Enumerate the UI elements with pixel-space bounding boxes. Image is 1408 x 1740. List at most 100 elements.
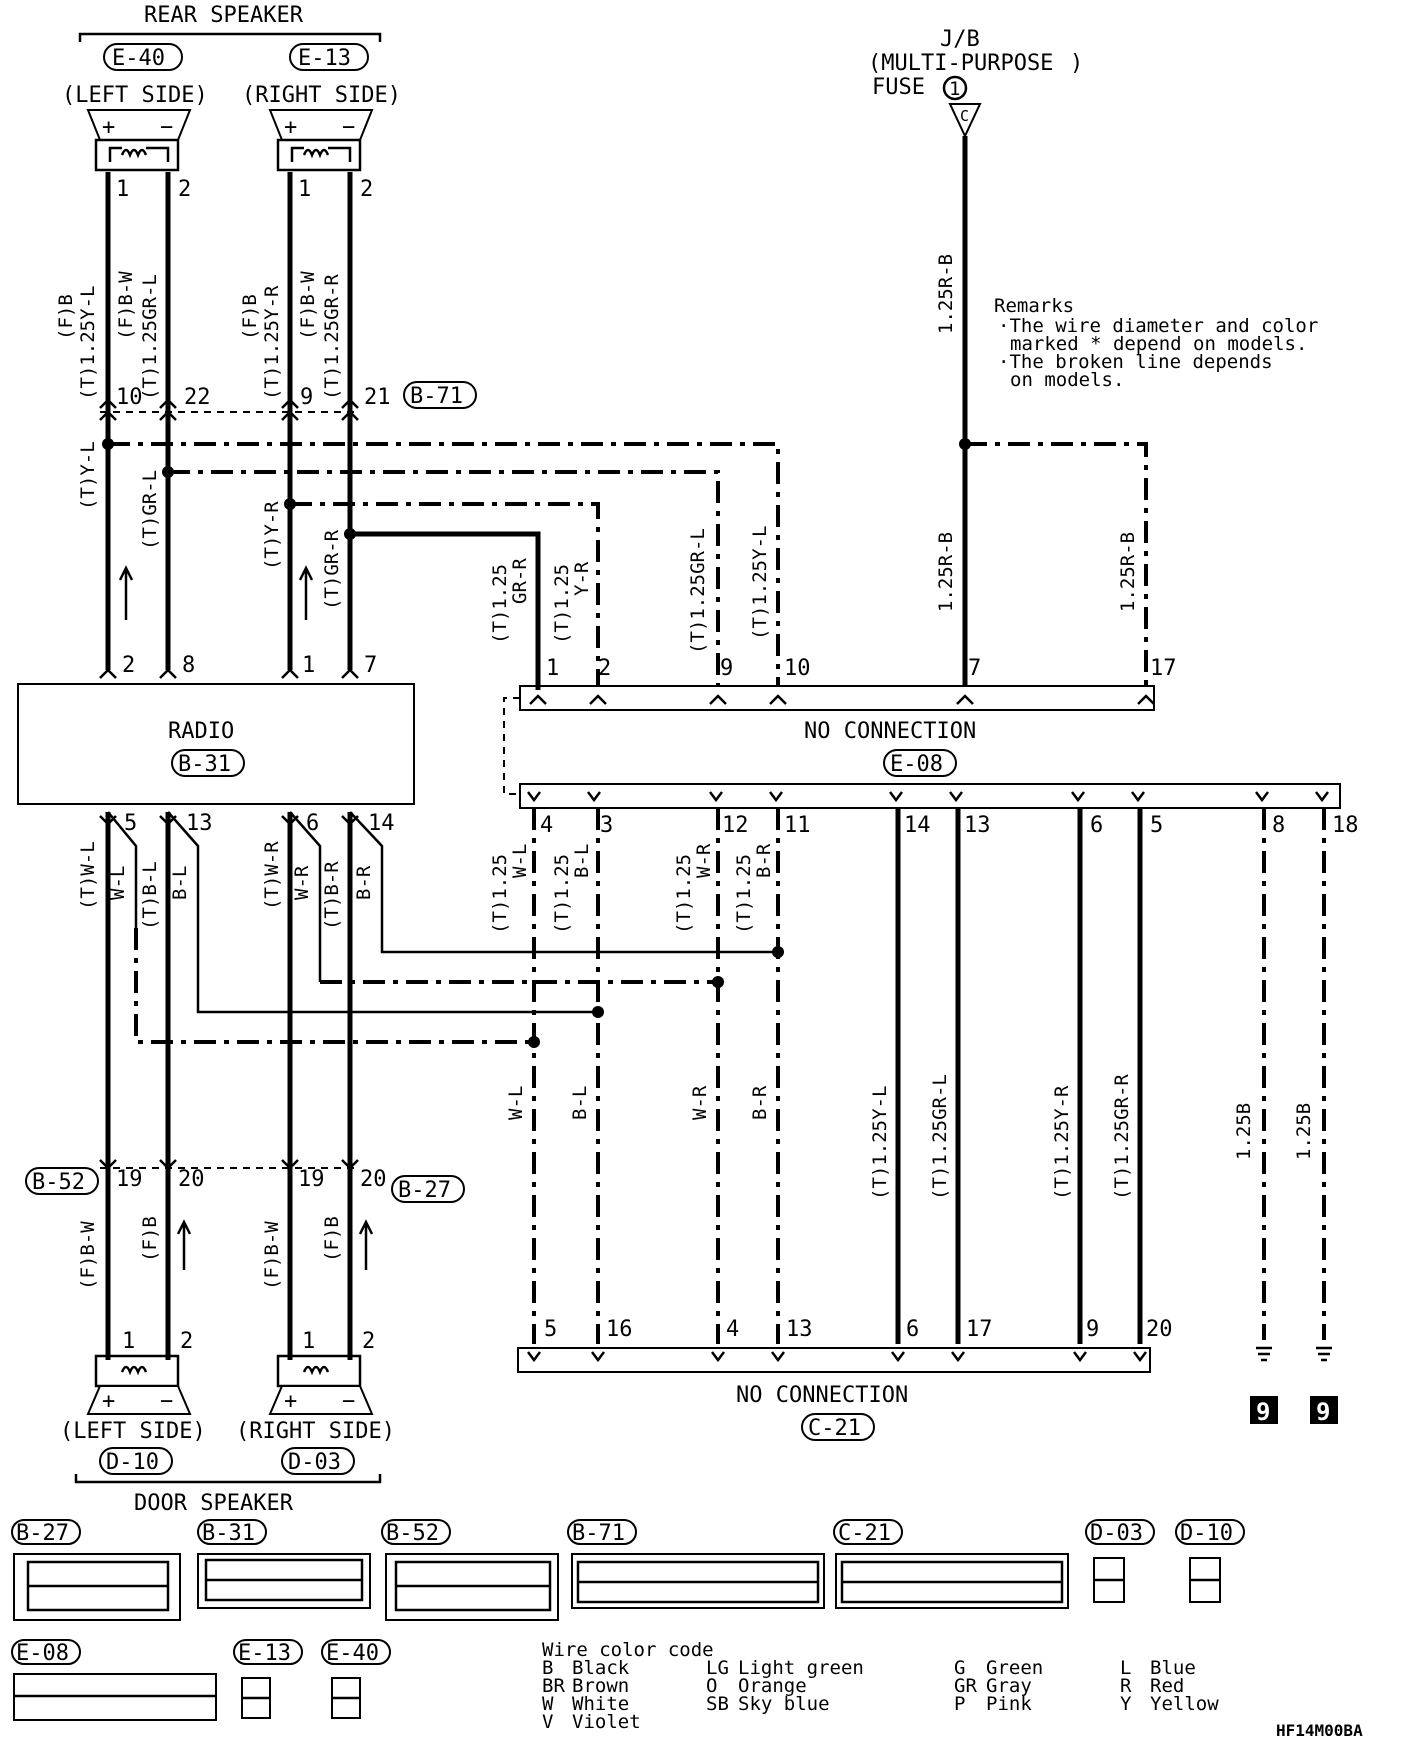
pin-label: 8 [182, 653, 195, 678]
pin-label: 13 [964, 813, 991, 838]
color-code-key: V [542, 1711, 553, 1733]
jb-label2: (MULTI-PURPOSE [868, 51, 1053, 76]
fuse-terminal-icon [948, 103, 982, 139]
wire-label: (T)B-L [139, 861, 161, 930]
wire-label: (T)1.25GR-R [1111, 1074, 1133, 1200]
wire-label: B-R [353, 865, 375, 900]
color-code-value: Green [986, 1657, 1043, 1679]
connector-tag-e40 [103, 43, 183, 71]
connector-tag-b71 [403, 381, 477, 409]
e08-bottom-bar [519, 783, 1341, 809]
connector-tag-c21 [801, 1413, 875, 1441]
connector-view-b52: B-52 [381, 1519, 559, 1621]
wire-color-code: Wire color code B Black BR Brown W White… [542, 1639, 1363, 1740]
wire-label: (T)Y-R [261, 501, 283, 570]
connector-view-label: B-52 [386, 1521, 439, 1546]
pin-label: 1 [122, 1329, 135, 1354]
wire-label: (T)1.25 [551, 564, 573, 644]
wire-label: (T)1.25Y-L [77, 286, 99, 400]
coil-icon [302, 148, 330, 159]
pin-label: 11 [784, 813, 811, 838]
color-code-key: GR [954, 1675, 977, 1697]
pin-label: 4 [540, 813, 553, 838]
color-code-key: P [954, 1693, 965, 1715]
wire-label: W-L [505, 1086, 527, 1120]
wire-label: (T)1.25 [733, 854, 755, 934]
fuse-terminal-label: C [960, 107, 969, 125]
pin-label: 9 [1086, 1317, 1099, 1342]
ground-badge [1250, 1396, 1278, 1424]
connector-label-b27: B-27 [398, 1178, 451, 1203]
rear-speaker-bracket [78, 32, 382, 42]
pin-label: 16 [606, 1317, 633, 1342]
connector-views: B-27 B-31 B-52 B-71 C-21 [11, 1519, 1245, 1721]
svg-text:−: − [342, 1389, 355, 1414]
junction-block: J/B (MULTI-PURPOSE ) FUSE 1 C 1.25R-B 1.… [868, 27, 1148, 690]
pin-label: 17 [966, 1317, 993, 1342]
wire-label: (T)Y-L [77, 441, 99, 510]
connector-view-b27: B-27 [11, 1519, 181, 1621]
pin-label: 5 [124, 811, 137, 836]
svg-text:−: − [160, 115, 173, 140]
color-code-value: Pink [986, 1693, 1032, 1715]
svg-text:+: + [284, 115, 297, 140]
connector-label-d10: D-10 [106, 1450, 159, 1475]
color-code-value: Gray [986, 1675, 1032, 1697]
remarks-title: Remarks [994, 295, 1074, 317]
color-code-value: Yellow [1150, 1693, 1219, 1715]
rear-right-side-label: (RIGHT SIDE) [242, 83, 401, 108]
pin-label: 10 [116, 385, 143, 410]
wire-label: 1.25R-B [1117, 532, 1139, 612]
color-code-value: Violet [572, 1711, 641, 1733]
pin-label: 5 [1150, 813, 1163, 838]
wire-label: (F)B [321, 1216, 343, 1262]
wire-label: (T)1.25 [489, 854, 511, 934]
connector-label-d03: D-03 [288, 1450, 341, 1475]
pin-label: 2 [362, 1329, 375, 1354]
pin-label: 1 [302, 653, 315, 678]
radio-unit: RADIO B-31 [17, 683, 415, 805]
pin-label: 2 [178, 177, 191, 202]
wire-label: (T)1.25Y-L [869, 1086, 891, 1200]
connector-label-b52: B-52 [32, 1170, 85, 1195]
wire-label: (T)GR-L [139, 470, 161, 550]
wire-label: Y-R [571, 561, 593, 596]
connector-label-b71: B-71 [410, 384, 463, 409]
rear-speaker-wires: 10 22 9 21 B-71 (F)B (T)1.25Y-L (F)B-W (… [55, 172, 780, 690]
color-code-value: Black [572, 1657, 630, 1679]
fuse-number: 1 [949, 78, 960, 100]
wire-label: (T)1.25Y-R [1051, 1085, 1073, 1200]
wire-label: (T)GR-R [321, 529, 343, 610]
wire-label: B-L [569, 1086, 591, 1120]
connector-view-e08: E-08 [11, 1639, 217, 1721]
color-code-value: White [572, 1693, 629, 1715]
color-code-value: Sky blue [738, 1693, 830, 1715]
wire-label: (T)1.25GR-L [929, 1074, 951, 1200]
pin-label: 8 [1272, 813, 1285, 838]
color-code-key: W [542, 1693, 554, 1715]
ground-badge [1310, 1396, 1338, 1424]
color-code-key: LG [706, 1657, 729, 1679]
color-code-key: B [542, 1657, 553, 1679]
c21-bar [517, 1347, 1151, 1373]
rear-speaker-group: REAR SPEAKER E-40 (LEFT SIDE) +− 1 2 E-1… [62, 3, 401, 202]
svg-text:): ) [1070, 51, 1083, 76]
connector-tag-d10 [99, 1447, 173, 1475]
wire-label: B-R [753, 843, 775, 878]
ground-number: 9 [1316, 1398, 1330, 1426]
door-speaker-wires: 5 13 6 14 (T)W-L W-L (T)B-L B-L (T)W-R W… [25, 811, 784, 1360]
color-code-value: Light green [738, 1657, 864, 1679]
connector-view-label: D-03 [1090, 1521, 1143, 1546]
wire-label: (T)1.25Y-R [261, 285, 283, 400]
wire-label: 1.25B [1233, 1103, 1255, 1160]
coil-icon [120, 148, 148, 159]
jb-label3: FUSE [872, 75, 925, 100]
door-speaker-group: 1 2 1 2 +− +− (LEFT SIDE) (RIGHT SIDE) D… [60, 1329, 395, 1516]
connector-view-e13: E-13 [233, 1639, 303, 1719]
wire-label: (F)B [55, 294, 77, 340]
pin-label: 20 [1146, 1317, 1173, 1342]
door-right-side-label: (RIGHT SIDE) [236, 1419, 395, 1444]
pin-label: 4 [726, 1317, 739, 1342]
connector-view-c21: C-21 [833, 1519, 1069, 1609]
pin-label: 6 [1090, 813, 1103, 838]
